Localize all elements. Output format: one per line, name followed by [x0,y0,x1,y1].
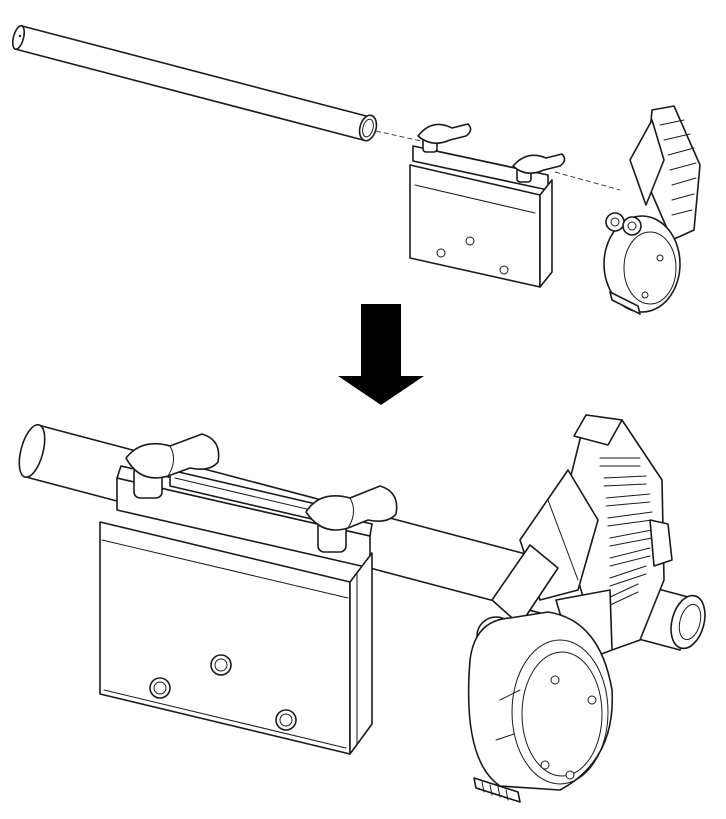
motor-unit-assembled [467,414,673,803]
assembled-view [18,414,706,803]
assembly-axis-line [375,130,621,191]
motor-unit-exploded [603,105,701,315]
down-arrow-icon [338,304,424,405]
thumb-screw-icon [417,123,472,153]
thumb-screw-icon [125,433,220,499]
clamp-bracket-exploded [409,123,566,288]
rod-exploded [11,25,378,142]
thumb-screw-icon [305,485,398,553]
exploded-view [11,25,701,315]
rib-slots [599,457,653,607]
clamp-bracket-assembled [99,433,398,755]
mount-holes [149,654,297,731]
thumb-screw-icon [512,153,566,183]
